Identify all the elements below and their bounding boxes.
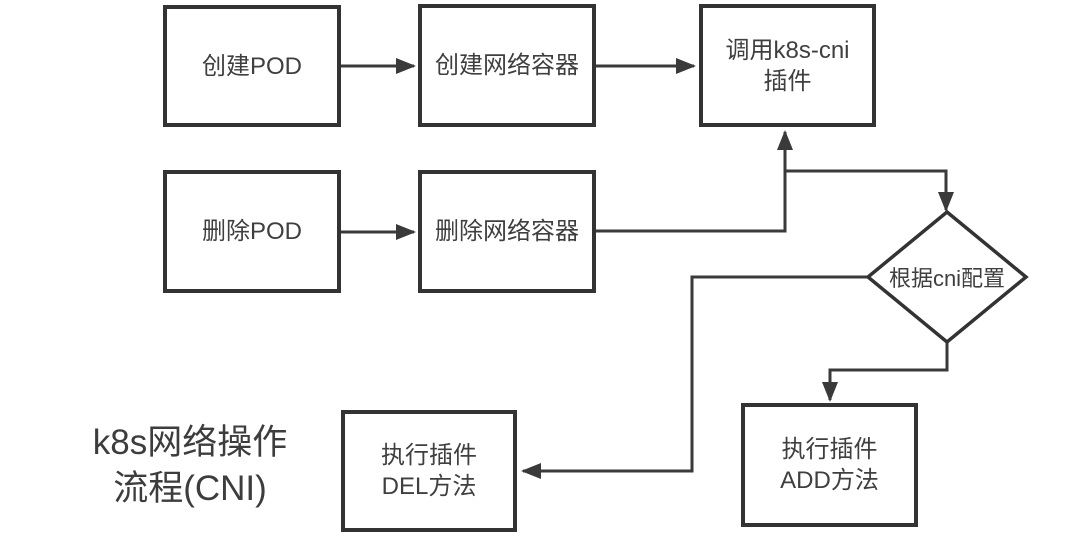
connector-to-decision — [785, 169, 954, 212]
connector-delete-net-container-to-call-cni — [596, 130, 793, 233]
node-create-network-container: 创建网络容器 — [418, 4, 596, 127]
node-delete-network-container: 删除网络容器 — [418, 170, 596, 293]
connector-decision-to-exec-del — [521, 275, 868, 479]
node-create-pod: 创建POD — [163, 5, 341, 127]
node-call-k8s-cni-plugin: 调用k8s-cni 插件 — [699, 4, 876, 127]
decision-diamond-shape — [865, 209, 1029, 345]
node-exec-plugin-add-method: 执行插件 ADD方法 — [741, 403, 918, 527]
connector-decision-to-exec-add — [822, 342, 949, 402]
decision-cni-config-label: 根据cni配置 — [888, 266, 1006, 291]
node-exec-plugin-add-method-label: 执行插件 ADD方法 — [780, 436, 879, 494]
node-exec-plugin-del-method: 执行插件 DEL方法 — [341, 410, 517, 532]
node-create-pod-label: 创建POD — [201, 52, 302, 80]
node-exec-plugin-del-method-label: 执行插件 DEL方法 — [381, 442, 477, 500]
node-delete-pod: 删除POD — [163, 170, 341, 293]
node-call-k8s-cni-plugin-label: 调用k8s-cni 插件 — [725, 36, 850, 95]
node-delete-pod-label: 删除POD — [201, 218, 302, 245]
diagram-title: k8s网络操作 流程(CNI) — [92, 423, 288, 508]
node-create-network-container-label: 创建网络容器 — [435, 52, 579, 79]
node-delete-network-container-label: 删除网络容器 — [435, 218, 579, 245]
